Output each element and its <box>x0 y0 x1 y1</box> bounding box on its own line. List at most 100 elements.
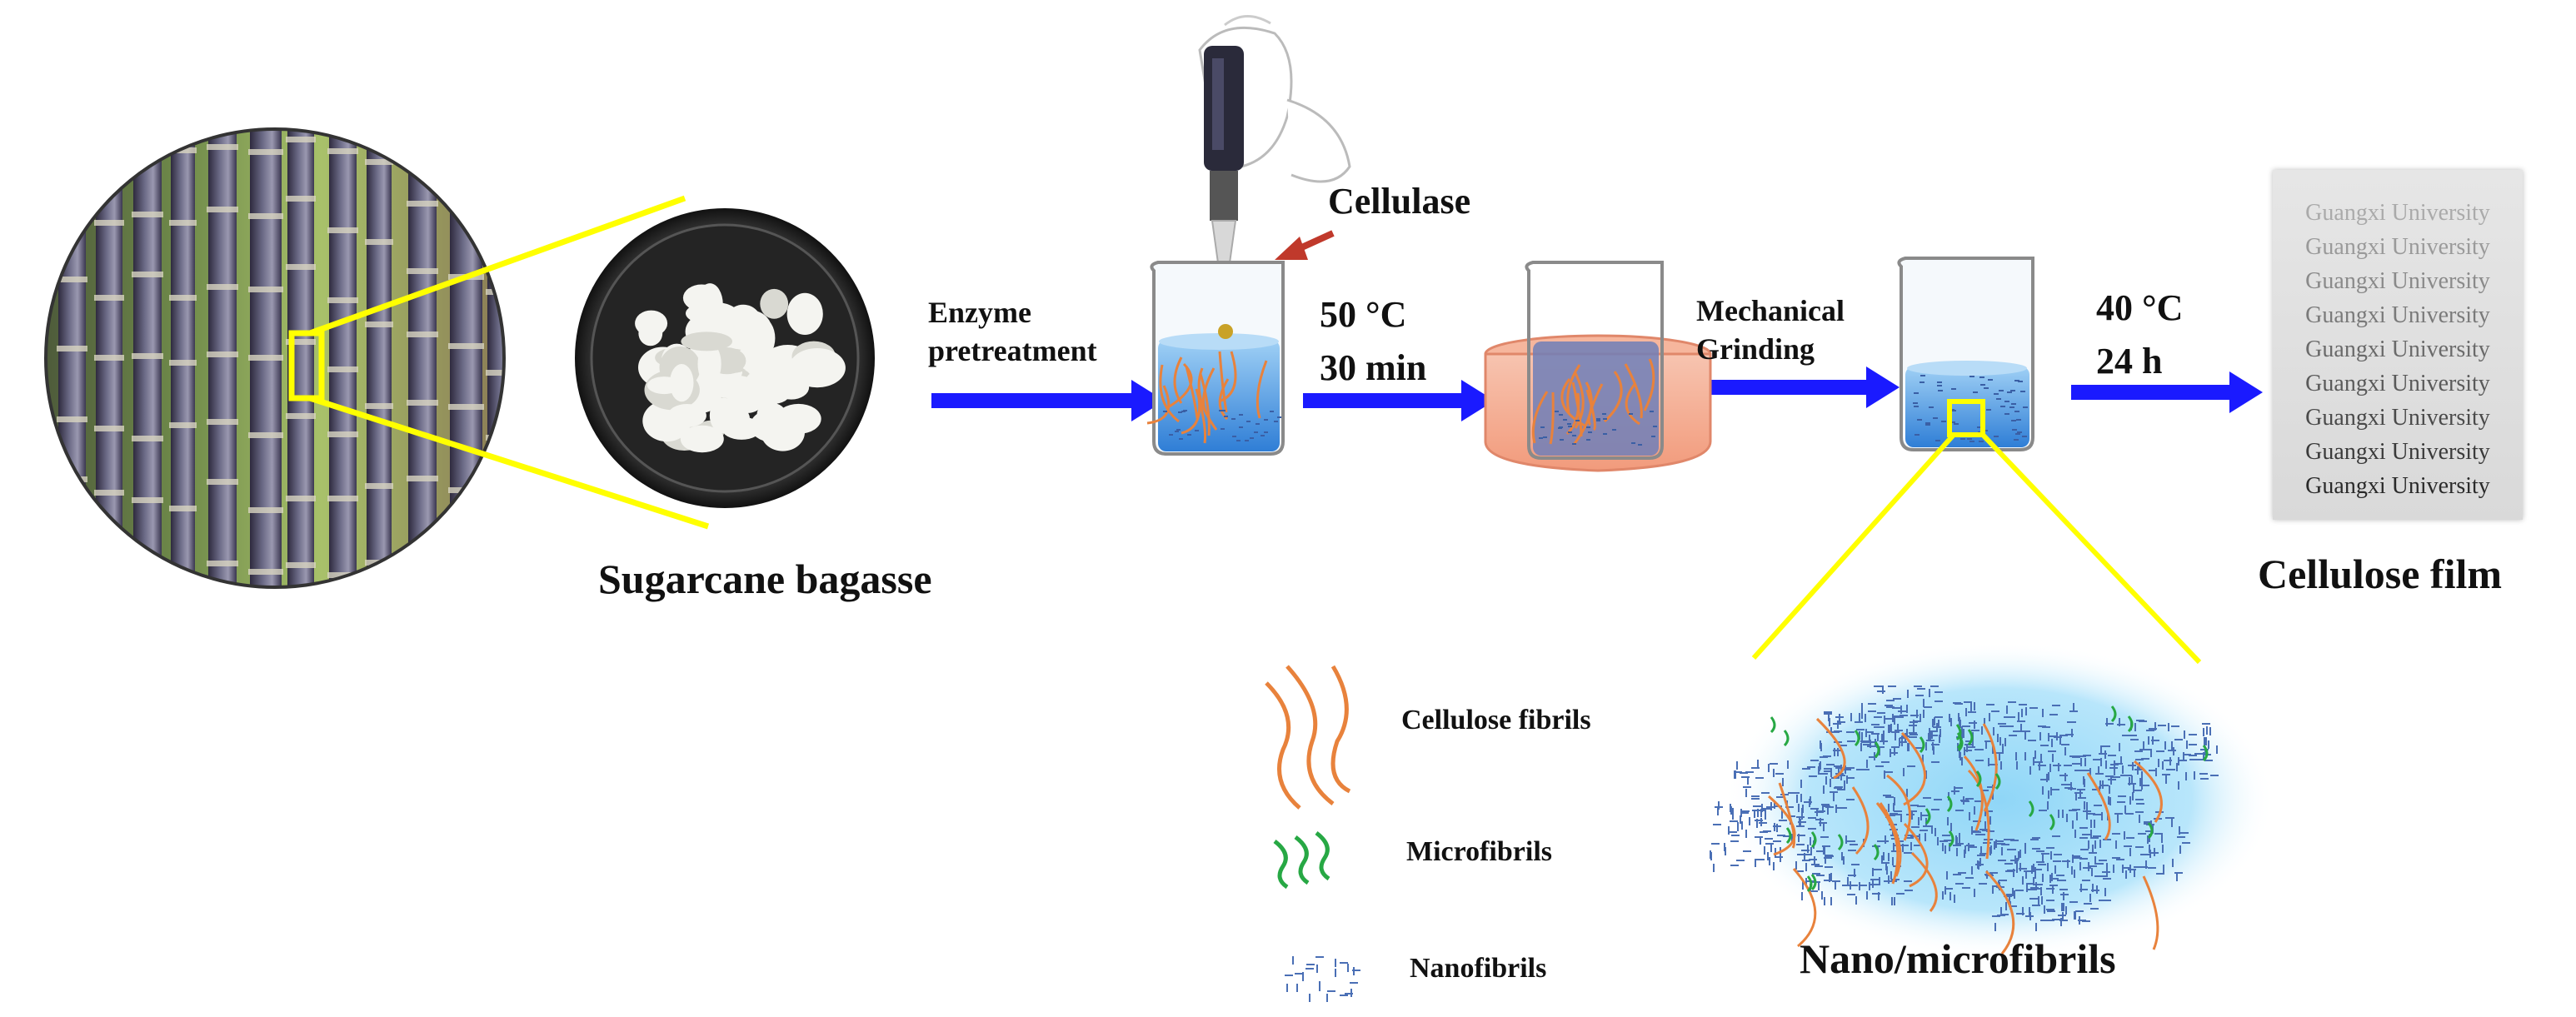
nanofibril-segment <box>1918 817 1920 825</box>
nanofibril-segment <box>1877 840 1885 842</box>
nanofibril-segment <box>2172 859 2174 867</box>
nanofibril-segment <box>1942 835 1950 836</box>
nanofibril-segment <box>1347 964 1349 972</box>
cane-node <box>286 496 316 501</box>
nanofibril-bit <box>1920 381 1925 383</box>
nanofibril-segment <box>2025 870 2027 879</box>
nanofibril-segment <box>2136 803 2144 805</box>
orange-fibril-icon <box>1265 665 1351 810</box>
time-2: 24 h <box>2096 341 2163 381</box>
nanofibril-segment <box>2134 790 2142 791</box>
nanofibril-segment <box>1319 983 1320 991</box>
nanofibril-segment <box>1992 745 1994 754</box>
nanofibril-segment <box>1947 817 1949 825</box>
nanofibril-segment <box>1798 834 1800 842</box>
cane-node <box>57 277 87 282</box>
nanofibril-segment <box>1992 915 2000 917</box>
nanofibril-segment <box>1950 718 1952 726</box>
nanofibril-segment <box>2012 888 2014 896</box>
microfibril <box>1967 729 1974 746</box>
nanofibril-segment <box>1872 868 1874 876</box>
nanofibril-segment <box>2040 887 2042 895</box>
nanofibril-segment <box>1737 823 1739 831</box>
nanofibril-bit <box>1603 418 1607 420</box>
nanofibril-segment <box>2069 810 2077 811</box>
cellulose-fibril <box>1173 356 1183 404</box>
nanofibril-segment <box>2062 912 2064 920</box>
nanofibril-segment <box>2052 705 2060 706</box>
nanofibril-segment <box>1917 688 1925 690</box>
nanofibril-segment <box>1944 840 1952 841</box>
nanofibril-segment <box>1797 835 1805 836</box>
nanofibril-segment <box>1809 775 1817 777</box>
cane-node <box>486 556 504 562</box>
nanofibril-segment <box>2179 845 2181 854</box>
nanofibril-bit <box>1938 390 1943 391</box>
nanofibril-bit <box>1603 433 1607 435</box>
nanofibril-segment <box>1868 710 1876 712</box>
nanofibril-segment <box>1765 843 1774 845</box>
nanofibril-segment <box>2022 907 2024 915</box>
nanofibril-segment <box>1833 750 1841 751</box>
nanofibril-segment <box>1884 718 1892 720</box>
nanofibril-segment <box>1965 708 1967 716</box>
nanofibril-segment <box>1798 821 1806 823</box>
nanofibril-segment <box>2118 795 2126 797</box>
nanofibril-segment <box>1871 733 1880 735</box>
nanofibril-segment <box>1810 837 1811 845</box>
cane-node <box>407 268 438 274</box>
nanofibril-segment <box>2018 851 2019 860</box>
cane-node <box>207 419 238 425</box>
nanofibril-segment <box>2114 763 2123 765</box>
cellulose-fibril <box>1625 382 1640 426</box>
nanofibril-segment <box>2041 896 2043 905</box>
nanofibril-segment <box>1953 874 1961 875</box>
nanofibril-bit <box>1555 411 1559 412</box>
nanofibril-segment <box>1825 866 1833 868</box>
nanofibril-segment <box>1893 803 1895 811</box>
nanofibril-segment <box>1816 875 1825 876</box>
nanofibril-segment <box>1894 747 1895 755</box>
cane-node <box>94 295 124 301</box>
nanofibril-segment <box>2009 735 2017 736</box>
nanofibril-segment <box>2052 835 2060 837</box>
nanofibril-segment <box>2114 767 2115 775</box>
sugarcane-field-image <box>44 127 506 589</box>
nanofibril-segment <box>1821 804 1830 805</box>
microfibril <box>1956 732 1963 750</box>
nanofibril-segment <box>2036 861 2044 863</box>
microfibril <box>1873 844 1880 861</box>
nanofibril-bit <box>2012 429 2017 431</box>
nanofibril-segment <box>1822 805 1824 813</box>
nanofibril-segment <box>2130 739 2139 740</box>
cane-node <box>486 289 504 295</box>
nanofibril-segment <box>2145 860 2147 869</box>
nanofibril-segment <box>2046 909 2054 910</box>
nanofibril-segment <box>2134 750 2143 752</box>
nanofibril-bit <box>1960 438 1965 440</box>
nanofibril-segment <box>1874 716 1882 718</box>
nanofibril-segment <box>1740 815 1741 824</box>
nanofibril-segment <box>1834 787 1842 789</box>
beaker-enzyme <box>1146 261 1285 456</box>
nanofibril-bit <box>2011 420 2016 421</box>
microfibril <box>1810 831 1817 849</box>
nanofibril-segment <box>1837 721 1845 723</box>
nanofibril-segment <box>2061 784 2069 785</box>
nanofibril-segment <box>2047 910 2055 912</box>
nanofibril-bit <box>2007 391 2012 393</box>
nanofibril-segment <box>2073 703 2074 711</box>
nanofibril-segment <box>2179 760 2187 761</box>
nanofibril-segment <box>2064 765 2072 766</box>
cellulase-arrow <box>1275 230 1335 260</box>
nanofibril-segment <box>2096 885 2098 894</box>
nanofibril-segment <box>2174 739 2183 740</box>
nanofibril-segment <box>2046 920 2054 921</box>
microfibril <box>1955 724 1962 741</box>
nanofibril-segment <box>2180 832 2189 834</box>
nanofibril-segment <box>2141 785 2149 786</box>
nanofibril-segment <box>2078 755 2086 757</box>
nanofibril-segment <box>1975 760 1984 761</box>
nanofibril-segment <box>2016 865 2018 873</box>
nanofibril-segment <box>2150 749 2152 757</box>
